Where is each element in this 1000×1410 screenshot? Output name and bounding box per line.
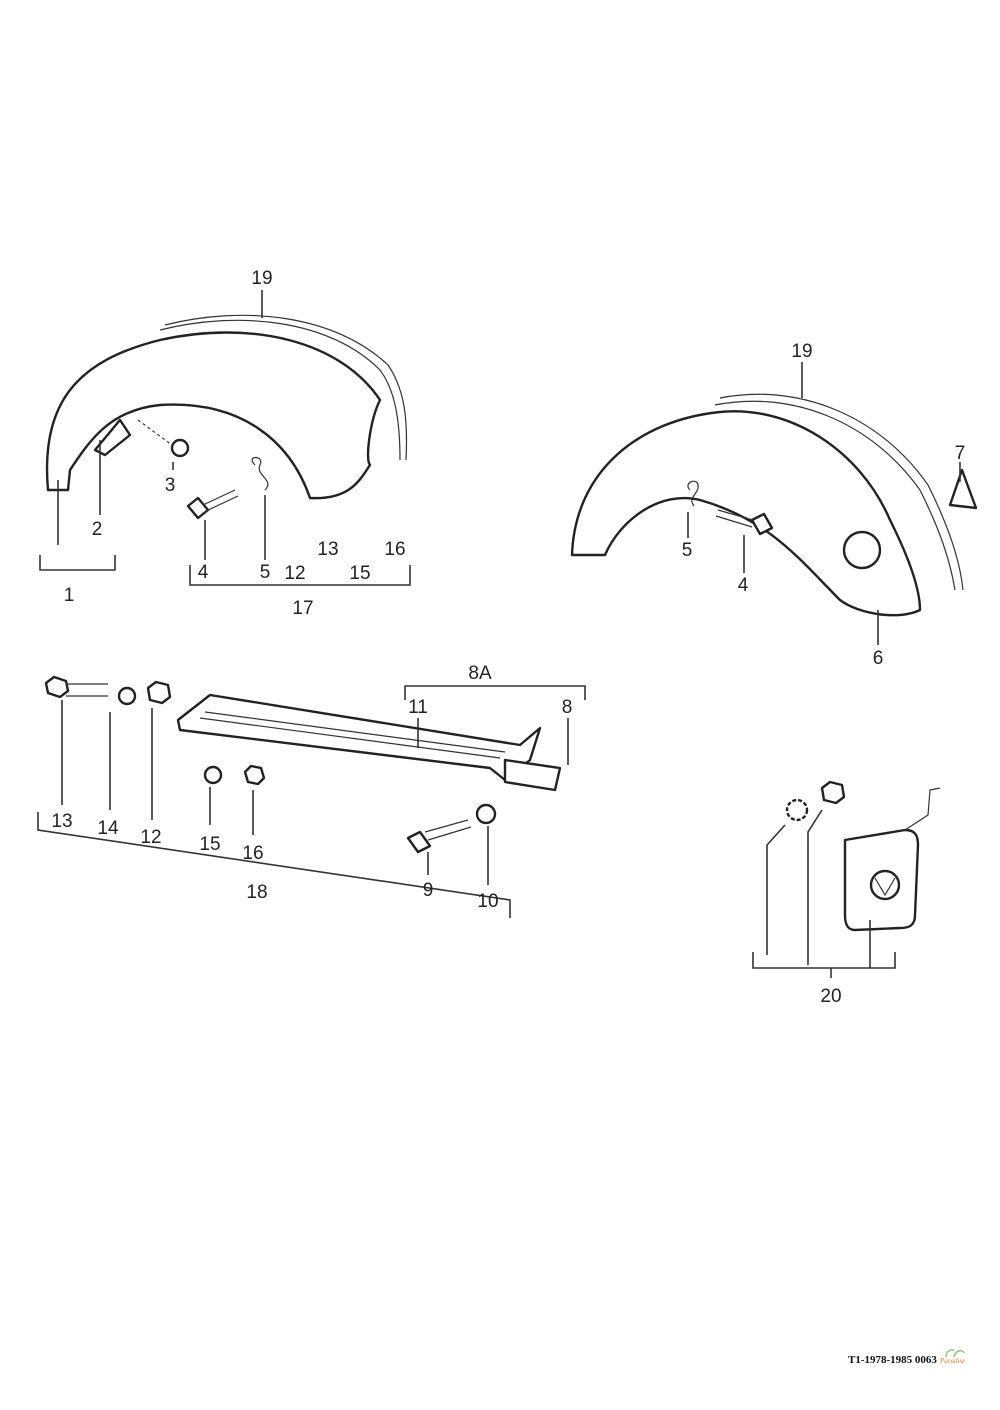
- callout-10: 10: [477, 891, 498, 912]
- guard-strip: [159, 319, 401, 461]
- callout-13: 13: [51, 811, 72, 832]
- callout-13: 13: [317, 539, 338, 560]
- callout-8a: 8A: [468, 663, 492, 684]
- rear-fender: [45, 331, 382, 500]
- callout-17: 17: [292, 598, 313, 619]
- group-bracket: [37, 812, 511, 918]
- callout-3: 3: [165, 475, 176, 496]
- leader-lines: [766, 809, 871, 968]
- guard-strip: [714, 400, 956, 591]
- callout-12: 12: [284, 563, 305, 584]
- running-board-group: 8A 11 8 13 14 12 15 16 18 9 10: [37, 663, 586, 918]
- paradise-logo: Paradise: [939, 1349, 965, 1365]
- bolt: [406, 819, 472, 854]
- callout-19: 19: [251, 268, 272, 289]
- callout-7: 7: [955, 443, 966, 464]
- callout-5: 5: [260, 562, 271, 583]
- callout-15: 15: [199, 834, 220, 855]
- leader-lines: [57, 290, 266, 560]
- guard-strip-edge: [164, 314, 408, 461]
- callout-4: 4: [198, 562, 209, 583]
- group-bracket: [752, 952, 896, 978]
- license-light-group: 20: [752, 780, 941, 1007]
- lock-washer: [785, 798, 809, 822]
- callout-6: 6: [873, 648, 884, 669]
- callout-12: 12: [140, 827, 161, 848]
- leader-lines: [61, 685, 586, 885]
- washer: [475, 803, 497, 825]
- svg-text:Paradise: Paradise: [939, 1357, 965, 1365]
- callout-8: 8: [562, 697, 573, 718]
- nut: [146, 680, 172, 705]
- diagram-code: T1-1978-1985 0063: [848, 1354, 937, 1366]
- front-fender: [570, 410, 922, 617]
- nut: [170, 438, 190, 458]
- emblem-hole: [842, 530, 882, 570]
- nut: [820, 780, 846, 805]
- vw-emblem: [869, 869, 901, 901]
- bracket: [93, 418, 132, 457]
- washer: [203, 765, 223, 785]
- wire: [904, 787, 941, 831]
- callout-20: 20: [820, 986, 841, 1007]
- callout-18: 18: [246, 882, 267, 903]
- clip: [251, 456, 269, 491]
- front-fender-group: 19 7 5 4 6: [570, 341, 978, 669]
- running-board: [176, 693, 542, 782]
- bracket: [503, 758, 562, 792]
- dash-line: [137, 419, 173, 446]
- bolt-shank: [66, 683, 108, 697]
- nut: [243, 764, 266, 786]
- cap: [948, 468, 978, 510]
- callout-14: 14: [97, 818, 119, 839]
- callout-16: 16: [384, 539, 405, 560]
- clip: [687, 480, 699, 507]
- board-ribs: [199, 711, 506, 759]
- callout-19: 19: [791, 341, 812, 362]
- callout-15: 15: [349, 563, 370, 584]
- bolt: [715, 509, 774, 536]
- emblem-mark: [874, 877, 896, 897]
- callout-16: 16: [242, 843, 263, 864]
- bolt-head: [44, 675, 70, 699]
- callout-11: 11: [408, 697, 428, 718]
- bolt: [186, 489, 239, 520]
- rear-fender-group: 19 3 2 1 4 5 13 16 12 15 17: [39, 268, 411, 619]
- callout-9: 9: [423, 880, 434, 901]
- callout-4: 4: [738, 575, 749, 596]
- guard-strip-edge: [719, 393, 964, 591]
- group-brackets: [39, 555, 411, 586]
- leader-lines: [687, 362, 961, 645]
- callout-5: 5: [682, 540, 693, 561]
- washer: [117, 686, 137, 706]
- callout-2: 2: [92, 519, 103, 540]
- callout-1: 1: [64, 585, 75, 606]
